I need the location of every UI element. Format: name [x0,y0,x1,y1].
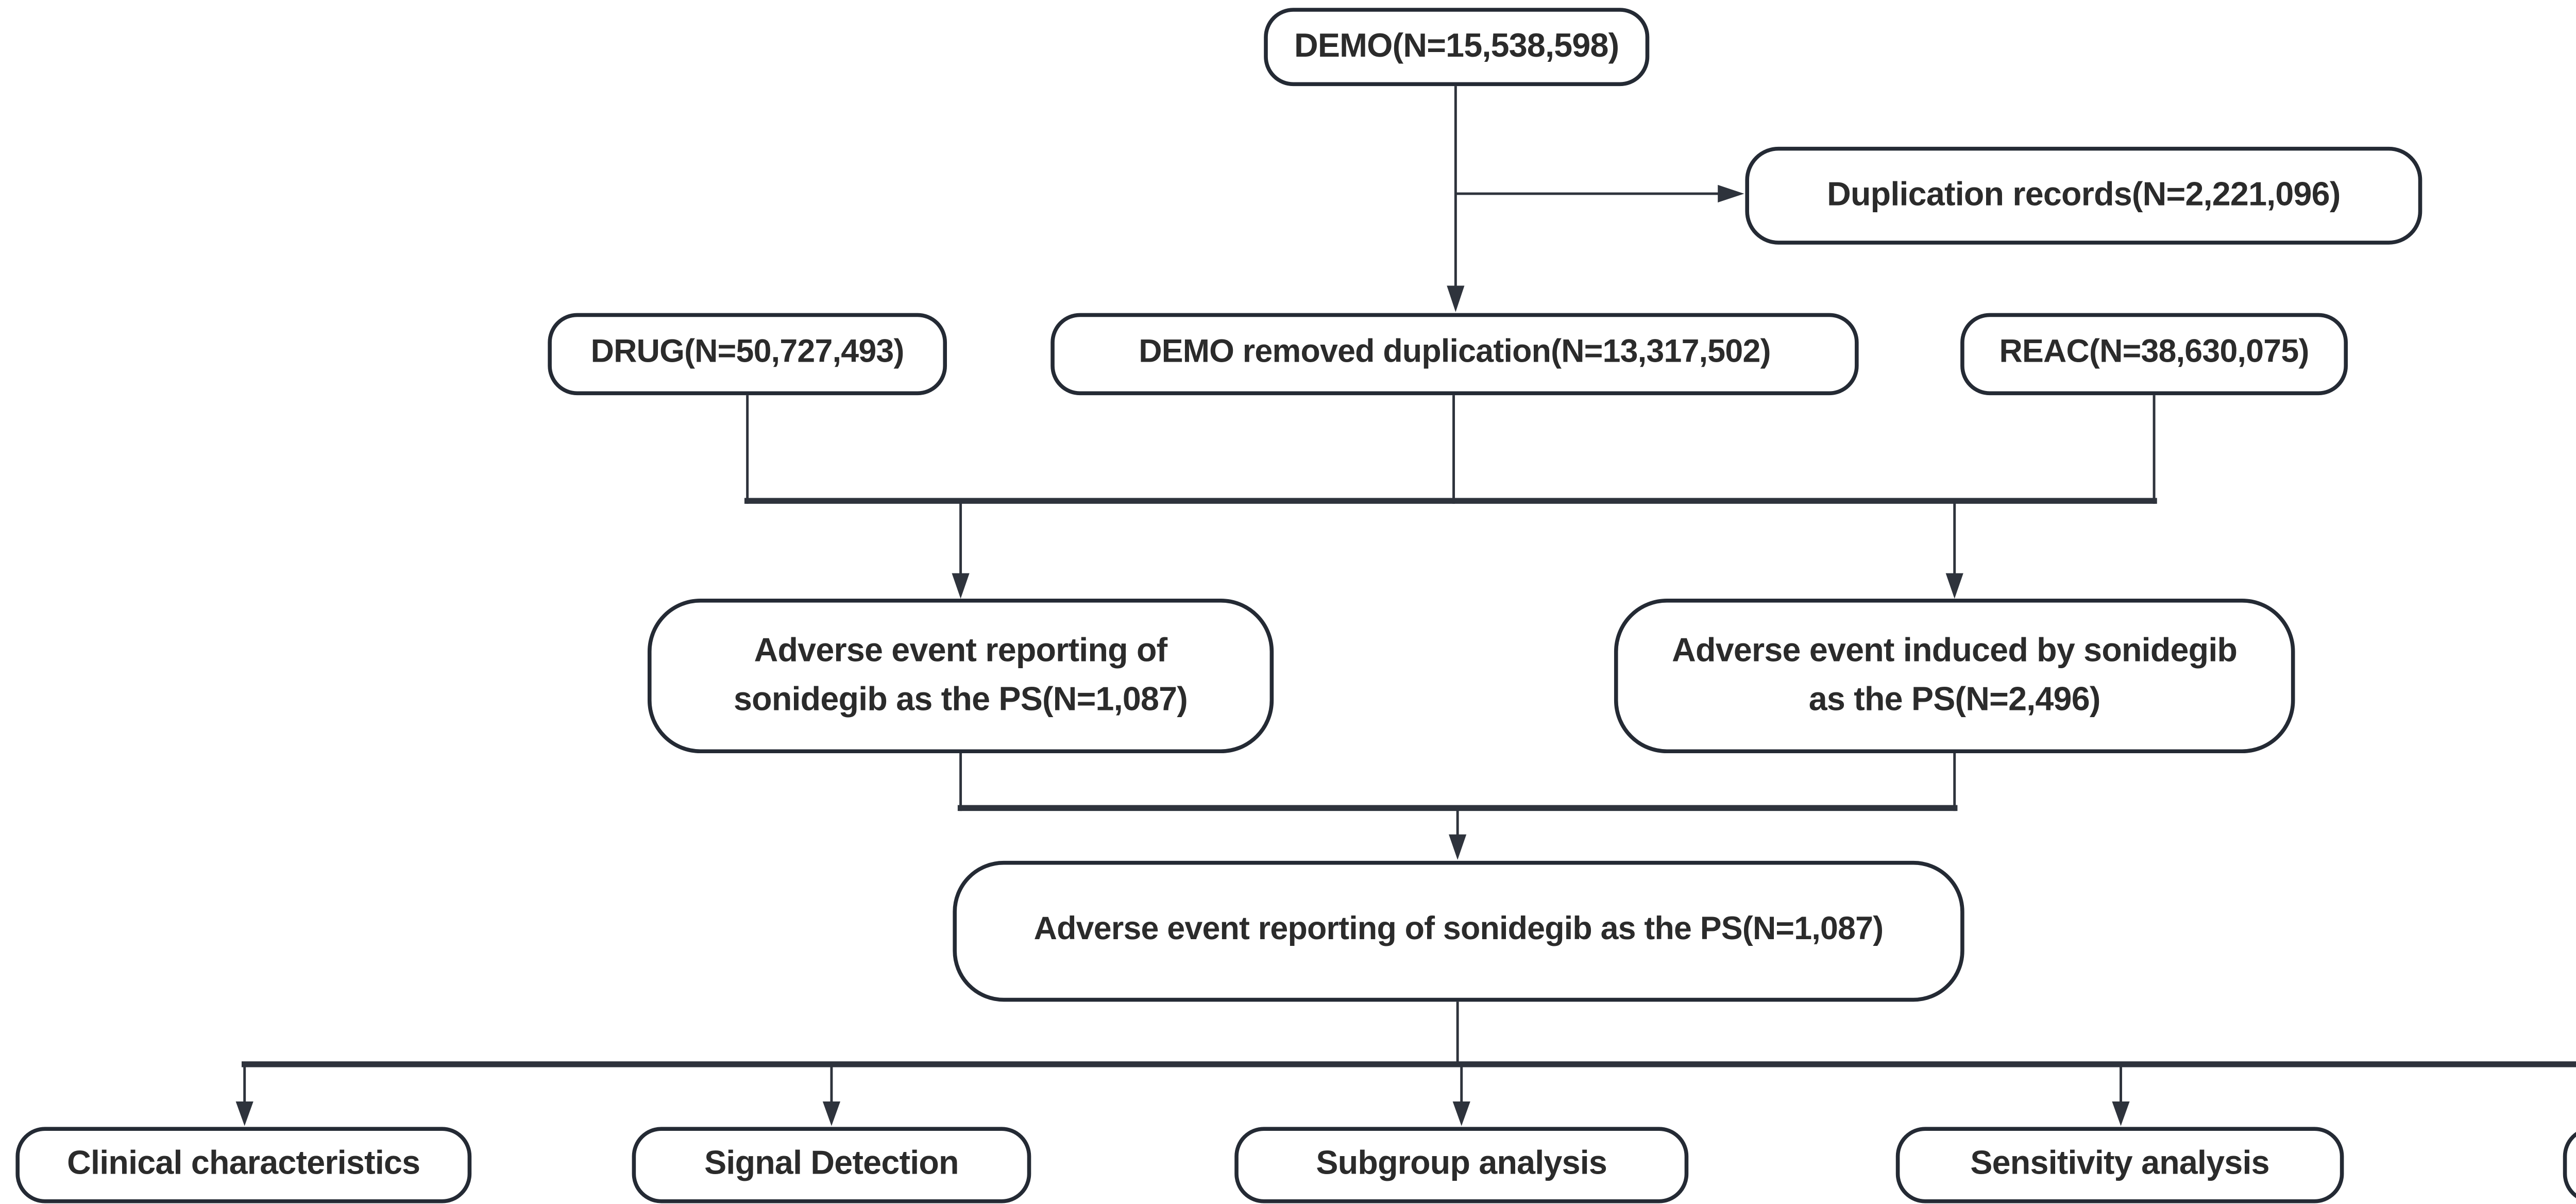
connector-row3-to-bus [744,395,2157,504]
node-signal-detection: Signal Detection [632,1127,1031,1203]
node-sensitivity-analysis: Sensitivity analysis [1895,1127,2344,1203]
node-adverse-event-merged: Adverse event reporting of sonidegib as … [953,860,1964,1002]
connector-demo-to-demo-removed [1447,86,1465,312]
node-reac: REAC(N=38,630,075) [1960,313,2348,396]
node-adverse-event-reporting: Adverse event reporting of sonidegib as … [647,599,1274,754]
node-adverse-event-induced: Adverse event induced by sonidegib as th… [1614,599,2295,754]
node-demo: DEMO(N=15,538,598) [1264,8,1650,87]
node-duplication-records: Duplication records(N=2,221,096) [1745,146,2422,245]
node-clinical-characteristics: Clinical characteristics [15,1127,472,1203]
connector-branch-duplication [1455,184,1744,203]
node-subgroup-analysis: Subgroup analysis [1234,1127,1689,1203]
node-drug: DRUG(N=50,727,493) [548,313,947,396]
node-demo-removed-duplication: DEMO removed duplication(N=13,317,502) [1050,313,1859,396]
connector-fanout-analyses [235,1002,2576,1126]
connector-bus-to-adverse-boxes [952,501,1963,599]
connector-merge-to-joined-box [957,753,1958,860]
